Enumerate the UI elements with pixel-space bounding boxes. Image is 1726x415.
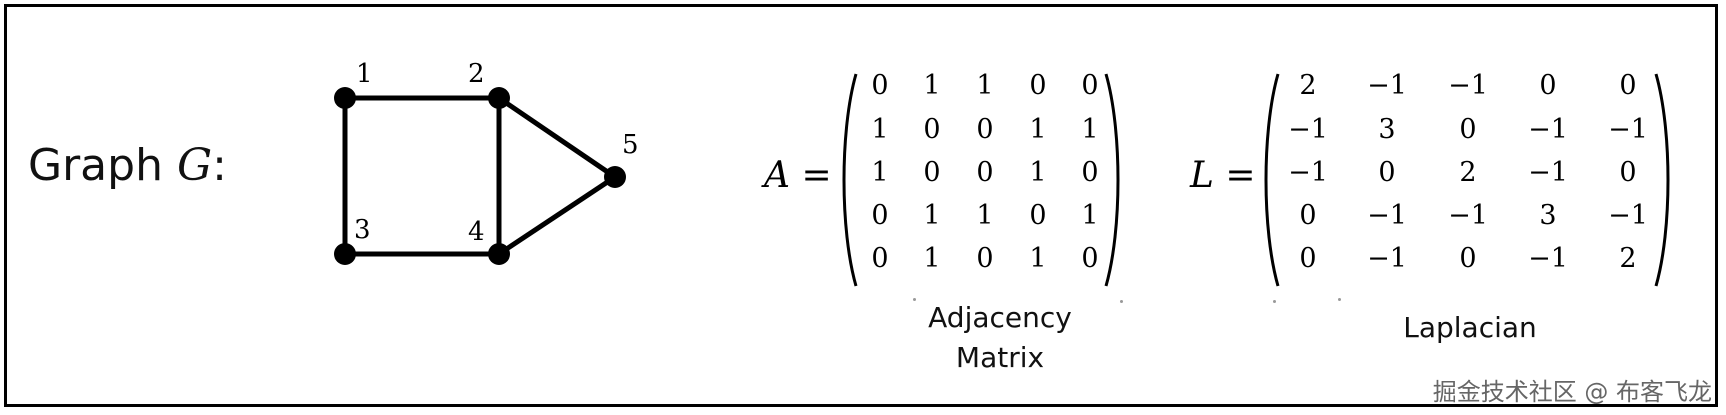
- laplacian-cell: −1: [1528, 114, 1568, 145]
- laplacian-cell: 3: [1539, 200, 1557, 231]
- laplacian-right-paren: [1654, 73, 1670, 287]
- adjacency-left-paren: [842, 73, 858, 287]
- laplacian-cell: 2: [1619, 243, 1637, 274]
- artifact-dot: [1273, 300, 1276, 303]
- graph-node-label-4: 4: [468, 217, 485, 247]
- laplacian-cell: 0: [1378, 157, 1396, 188]
- graph-title: Graph G:: [28, 140, 227, 191]
- graph-node-1: [334, 87, 356, 109]
- adjacency-cell: 1: [871, 157, 889, 188]
- laplacian-left-paren: [1264, 73, 1280, 287]
- graph-title-prefix: Graph: [28, 140, 177, 191]
- laplacian-cell: −1: [1608, 200, 1648, 231]
- adjacency-cell: 0: [923, 114, 941, 145]
- adjacency-cell: 0: [1081, 243, 1099, 274]
- graph-node-label-3: 3: [354, 215, 371, 245]
- figure-frame: [4, 4, 1718, 407]
- graph-node-label-2: 2: [468, 59, 485, 89]
- adjacency-cell: 0: [923, 157, 941, 188]
- graph-title-colon: :: [212, 140, 227, 191]
- laplacian-cell: 0: [1619, 70, 1637, 101]
- laplacian-label: L =: [1190, 155, 1256, 196]
- adjacency-cell: 0: [976, 114, 994, 145]
- laplacian-cell: 3: [1378, 114, 1396, 145]
- artifact-dot: [1338, 298, 1341, 301]
- adjacency-cell: 1: [1029, 114, 1047, 145]
- laplacian-cell: −1: [1448, 70, 1488, 101]
- adjacency-right-paren: [1104, 73, 1120, 287]
- adjacency-cell: 1: [923, 243, 941, 274]
- laplacian-symbol: L: [1190, 155, 1214, 196]
- graph-node-2: [488, 87, 510, 109]
- laplacian-cell: −1: [1367, 200, 1407, 231]
- graph-node-label-1: 1: [356, 59, 373, 89]
- watermark: 掘金技术社区 @ 布客飞龙: [1432, 378, 1712, 406]
- laplacian-cell: −1: [1528, 157, 1568, 188]
- laplacian-cell: −1: [1367, 70, 1407, 101]
- adjacency-label: A =: [764, 155, 832, 196]
- graph-edge-4-5: [497, 174, 617, 257]
- artifact-dot: [1120, 300, 1123, 303]
- adjacency-caption-line1: Adjacency: [928, 301, 1072, 334]
- adjacency-caption: Adjacency Matrix: [880, 298, 1120, 378]
- adjacency-cell: 1: [1029, 157, 1047, 188]
- adjacency-cell: 0: [871, 200, 889, 231]
- adjacency-caption-line2: Matrix: [955, 341, 1045, 374]
- graph-node-label-5: 5: [622, 130, 639, 160]
- adjacency-cell: 1: [976, 200, 994, 231]
- laplacian-cell: −1: [1288, 114, 1328, 145]
- graph-node-3: [334, 243, 356, 265]
- graph-node-labels: 1 2 3 4 5: [354, 59, 639, 247]
- graph-edges: [342, 95, 617, 257]
- laplacian-cell: 0: [1299, 200, 1317, 231]
- graph-edge-2-5: [497, 95, 617, 180]
- adjacency-cell: 0: [1029, 200, 1047, 231]
- adjacency-cell: 0: [1029, 70, 1047, 101]
- adjacency-cell: 0: [1081, 157, 1099, 188]
- adjacency-cell: 0: [1081, 70, 1099, 101]
- graph-node-5: [604, 166, 626, 188]
- adjacency-cell: 1: [871, 114, 889, 145]
- graph-node-4: [488, 243, 510, 265]
- laplacian-cell: −1: [1608, 114, 1648, 145]
- laplacian-cell: 0: [1619, 157, 1637, 188]
- adjacency-cell: 0: [976, 157, 994, 188]
- artifact-dot: [913, 298, 916, 301]
- laplacian-cell: 0: [1539, 70, 1557, 101]
- laplacian-equals: =: [1225, 155, 1256, 196]
- laplacian-cell: 2: [1459, 157, 1477, 188]
- adjacency-cell: 1: [923, 70, 941, 101]
- laplacian-cell: −1: [1448, 200, 1488, 231]
- adjacency-symbol: A: [764, 155, 790, 196]
- laplacian-cell: −1: [1528, 243, 1568, 274]
- laplacian-cell: 0: [1459, 114, 1477, 145]
- laplacian-caption: Laplacian: [1403, 311, 1537, 344]
- adjacency-cell: 1: [1081, 114, 1099, 145]
- graph-nodes: [334, 87, 626, 265]
- laplacian-cell: −1: [1367, 243, 1407, 274]
- adjacency-cell: 0: [871, 70, 889, 101]
- adjacency-cell: 1: [976, 70, 994, 101]
- graph-name: G: [176, 140, 213, 191]
- laplacian-cell: 0: [1459, 243, 1477, 274]
- adjacency-cell: 1: [1081, 200, 1099, 231]
- laplacian-cell: 0: [1299, 243, 1317, 274]
- laplacian-cell: −1: [1288, 157, 1328, 188]
- adjacency-cell: 0: [871, 243, 889, 274]
- adjacency-cell: 1: [1029, 243, 1047, 274]
- adjacency-equals: =: [801, 155, 832, 196]
- laplacian-cell: 2: [1299, 70, 1317, 101]
- adjacency-cell: 1: [923, 200, 941, 231]
- adjacency-cell: 0: [976, 243, 994, 274]
